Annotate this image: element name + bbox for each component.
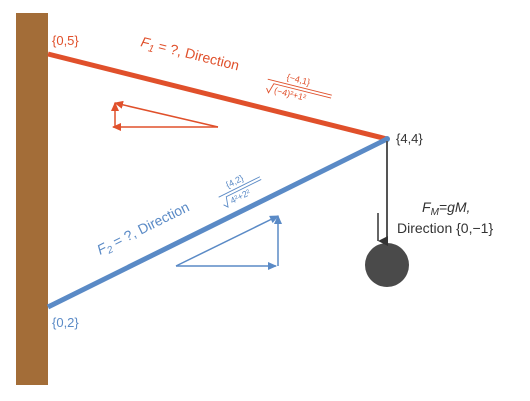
junction-point [384, 136, 390, 142]
rope-f1 [47, 51, 388, 142]
f1-sqrt-sign [266, 83, 332, 99]
f2-vector-triangle [175, 215, 282, 270]
bottom-anchor-label: {0,2} [52, 315, 79, 330]
mass-ball [365, 243, 409, 287]
svg-text:F1 = ?, Direction: F1 = ?, Direction [139, 33, 241, 76]
svg-text:F2 = ?, Direction: F2 = ?, Direction [94, 198, 193, 260]
f2-label: F2 = ?, Direction {4,2} 4²+2² [94, 173, 262, 260]
f1-vector-hypotenuse [114, 100, 219, 128]
rope-f2 [46, 136, 389, 310]
f1-vector-triangle [111, 100, 219, 131]
fm-label: FM=gM, [422, 199, 470, 218]
f2-fraction-bar [218, 176, 261, 198]
junction-label: {4,4} [396, 131, 423, 146]
fm-direction-label: Direction {0,−1} [397, 220, 493, 236]
f1-label: F1 = ?, Direction {−4,1} (−4)²+1² [139, 33, 332, 103]
top-anchor-label: {0,5} [52, 33, 79, 48]
wall [16, 13, 48, 385]
f2-direction-numerator: {4,2} [224, 173, 245, 190]
f1-fraction-bar [267, 78, 332, 96]
f2-sqrt-sign [223, 179, 262, 208]
f2-vector-hypotenuse [175, 215, 279, 267]
